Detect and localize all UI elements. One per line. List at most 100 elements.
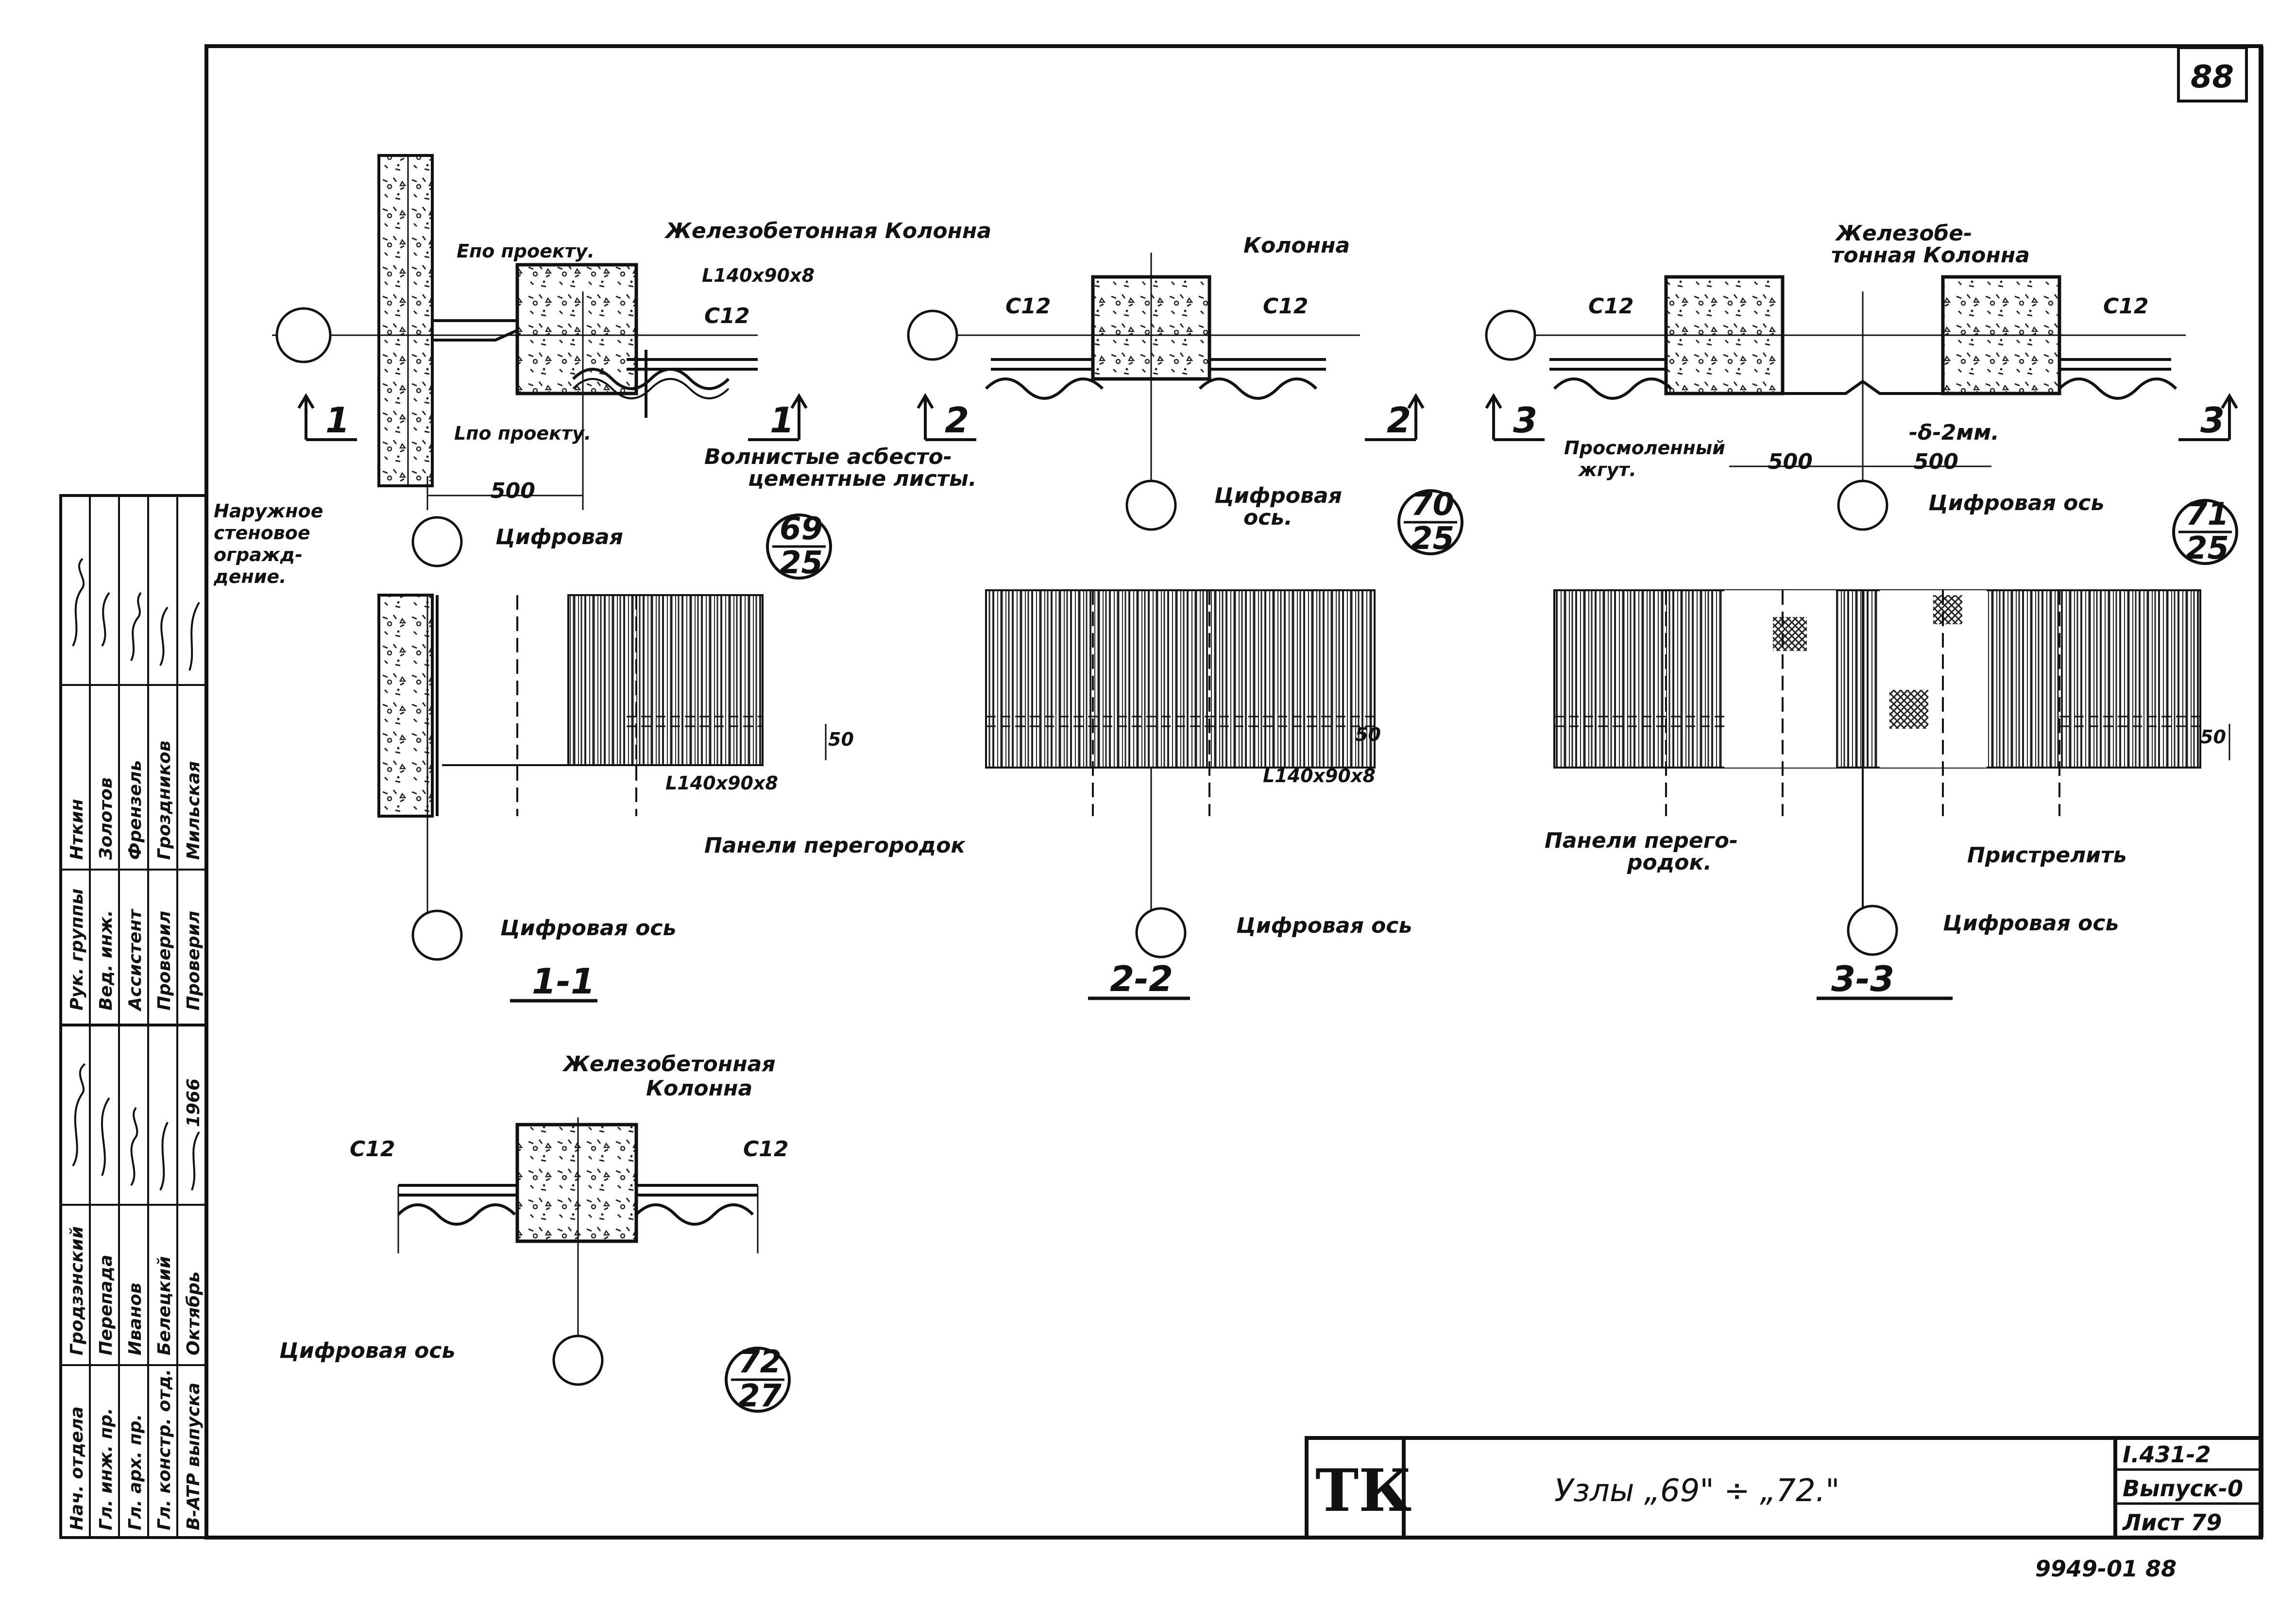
label-column: Железобетонная Колонна (664, 219, 991, 243)
approval-stamp: Нач. отдела Гродзэнский Гл. инж. пр. Пер… (59, 494, 208, 1539)
archive-number: 9949-01 88 (2035, 1556, 2177, 1582)
corrugated-sheet (397, 1203, 754, 1226)
dim-50: 50 (2200, 726, 2226, 748)
page-number-box: 88 (2177, 46, 2248, 103)
axis-label: ось. (1243, 505, 1293, 530)
label-channel-left: C12 (1588, 294, 1634, 319)
corrugated-sheet (572, 368, 730, 390)
detail-mark: 70 25 (1397, 487, 1463, 557)
node-70-plan: Колонна C12 C12 Цифровая ось. 2 2 70 25 (907, 233, 1463, 557)
label-column: тонная Колонна (1831, 243, 2030, 268)
label-channel-right: C12 (1263, 294, 1309, 319)
axis-label: Цифровая ось (1943, 911, 2119, 936)
partition-panel (567, 594, 764, 766)
label-channel-left: C12 (1005, 294, 1051, 319)
column (515, 1123, 638, 1243)
label-tow: Просмоленный (1564, 437, 1725, 459)
axis-label: Цифровая ось (1236, 913, 1412, 938)
stamp-role: Гл. инж. пр. (96, 1408, 116, 1530)
signature-marks (72, 558, 200, 1191)
axis-bubble (907, 309, 958, 361)
stamp-year: 1966 (184, 1078, 204, 1127)
detail-mark: 69 25 (766, 511, 832, 581)
label-wall: огражд- (214, 544, 303, 565)
stamp-name: Перепада (96, 1255, 116, 1355)
label-panels: Панели перего- (1545, 828, 1738, 853)
column (515, 263, 638, 395)
corrugated-sheet (985, 377, 1318, 400)
label-column: Железобетонная (562, 1052, 776, 1077)
stamp-role: Гл. арх. пр. (125, 1414, 145, 1530)
axis-label: Цифровая (1214, 483, 1342, 508)
dim-50: 50 (828, 729, 854, 750)
stamp-name: Мильская (184, 761, 204, 860)
svg-text:27: 27 (738, 1378, 782, 1414)
stamp-role: Ассистент (125, 908, 145, 1012)
axis-bubble (275, 307, 332, 363)
label-channel-right: C12 (2103, 294, 2149, 319)
axis-label: Цифровая ось (1928, 491, 2104, 515)
corrugated-sheet (1553, 377, 2177, 400)
embedded-angle (432, 319, 518, 342)
stamp-name: Золотов (96, 777, 116, 860)
label-wall: дение. (213, 566, 287, 587)
axis-bubble (1485, 309, 1536, 361)
svg-text:69: 69 (780, 511, 823, 547)
label-column: Колонна (1243, 233, 1350, 258)
steel-strip (1783, 379, 1943, 395)
label-angle: L140x90x8 (665, 772, 778, 794)
partition-panel (985, 589, 1376, 769)
stamp-role: Рук. группы (67, 889, 87, 1010)
cut-marker: 2 2 (917, 393, 1425, 441)
section-title: 3-3 (1831, 958, 1894, 999)
svg-text:71: 71 (2186, 496, 2229, 532)
svg-text:72: 72 (738, 1344, 782, 1380)
svg-text:25: 25 (780, 545, 823, 581)
label-c-project-bottom: Lпо проекту. (454, 423, 591, 444)
dim-500: 500 (1768, 449, 1813, 474)
stamp-name: Нткин (67, 799, 87, 860)
label-fix: Пристрелить (1967, 843, 2126, 868)
axis-label: Цифровая (495, 525, 623, 549)
outer-wall (377, 154, 434, 487)
svg-text:2: 2 (1387, 400, 1411, 441)
stamp-name: Белецкий (154, 1256, 174, 1355)
stamp-role: В-ATP выпуска (184, 1383, 204, 1530)
node-72-plan: Железобетонная Колонна C12 C12 Цифровая … (279, 1052, 791, 1414)
stamp-role: Вед. инж. (96, 910, 116, 1010)
svg-text:25: 25 (2186, 530, 2229, 566)
dim-500: 500 (1914, 449, 1958, 474)
svg-text:2: 2 (945, 400, 969, 441)
dim-50: 50 (1355, 724, 1381, 745)
svg-text:1: 1 (770, 400, 794, 441)
svg-text:3: 3 (1513, 400, 1537, 441)
stamp-role: Гл. констр. отд. (154, 1369, 174, 1530)
section-2-2: 50 L140x90x8 Цифровая ось 2-2 (985, 589, 1412, 1000)
label-panels: Панели перегородок (704, 833, 966, 858)
stamp-role: Проверил (184, 911, 204, 1010)
stamp-name: Френзель (125, 760, 145, 860)
node-71-plan: 500 500 Железобе- тонная Колонна C12 C12… (1485, 221, 2238, 566)
dim-500: 500 (491, 479, 535, 503)
page-number: 88 (2191, 59, 2234, 95)
detail-mark: 72 27 (725, 1344, 791, 1414)
sheet-label: Лист 79 (2122, 1509, 2222, 1536)
cut-marker: 3 3 (1485, 393, 2238, 441)
node-69-plan: 500 Цифровая Eпо проекту. Lпо проекту. Ж… (213, 154, 991, 587)
label-wall: Наружное (214, 500, 323, 522)
label-column: Железобе- (1835, 221, 1972, 246)
label-sheets: цементные листы. (748, 466, 977, 491)
svg-text:3: 3 (2200, 400, 2225, 441)
label-tow: жгут. (1578, 459, 1636, 480)
stamp-name: Октябрь (184, 1271, 204, 1355)
section-3-3: 50 Панели перего- родок. Пристрелить Циф… (1545, 589, 2230, 1000)
label-c-project-top: Eпо проекту. (457, 240, 595, 262)
label-column: Колонна (646, 1076, 752, 1101)
stamp-name: Иванов (125, 1283, 145, 1355)
cut-marker: 1 1 (297, 393, 808, 441)
section-1-1: 50 L140x90x8 Панели перегородок Цифровая… (377, 594, 966, 1003)
title-block: ТК Узлы „69" ÷ „72." I.431-2 Выпуск-0 Ли… (1305, 1436, 2263, 1540)
tk-logo: ТК (1315, 1456, 1412, 1525)
label-wall: стеновое (214, 522, 310, 544)
